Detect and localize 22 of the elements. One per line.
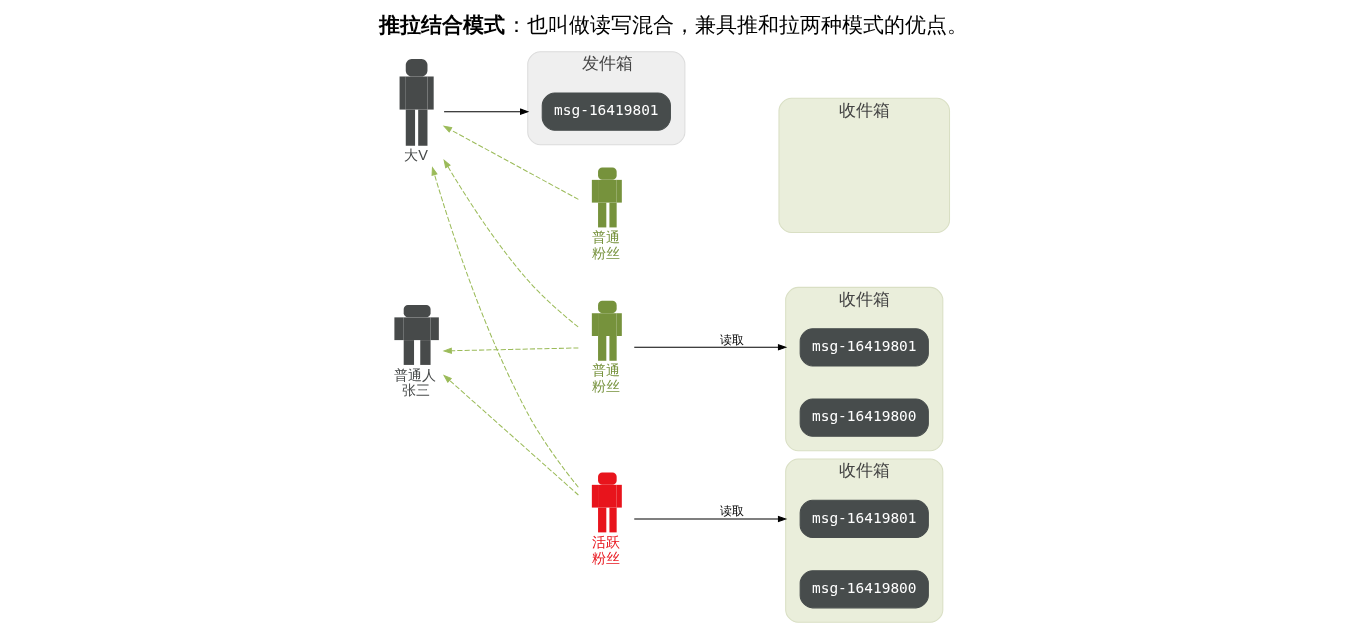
node-label: 大V: [404, 147, 428, 164]
arrow: [442, 347, 579, 354]
node-label: 普通人张三: [394, 366, 437, 399]
node-box: msg-16419800: [799, 570, 929, 609]
arrow: [633, 515, 788, 523]
node-label: 活跃粉丝: [591, 534, 620, 566]
node-box: 收件箱: [778, 97, 951, 234]
arrow: [442, 125, 579, 200]
arrow: [442, 374, 579, 496]
node-box: msg-16419801: [799, 328, 929, 367]
arrow: [431, 166, 579, 488]
arrow: [443, 108, 530, 115]
node-box: msg-16419801: [541, 92, 671, 131]
node-box: msg-16419800: [799, 398, 929, 437]
diagram-title: 推拉结合模式：也叫做读写混合，兼具推和拉两种模式的优点。: [379, 13, 968, 37]
edge-label: 读取: [719, 504, 744, 519]
arrow: [633, 344, 788, 351]
node-box: msg-16419801: [799, 499, 929, 539]
arrow: [443, 158, 579, 328]
edge-label: 读取: [719, 332, 744, 347]
node-label: 普通粉丝: [591, 229, 620, 261]
node-label: 普通粉丝: [591, 362, 620, 394]
